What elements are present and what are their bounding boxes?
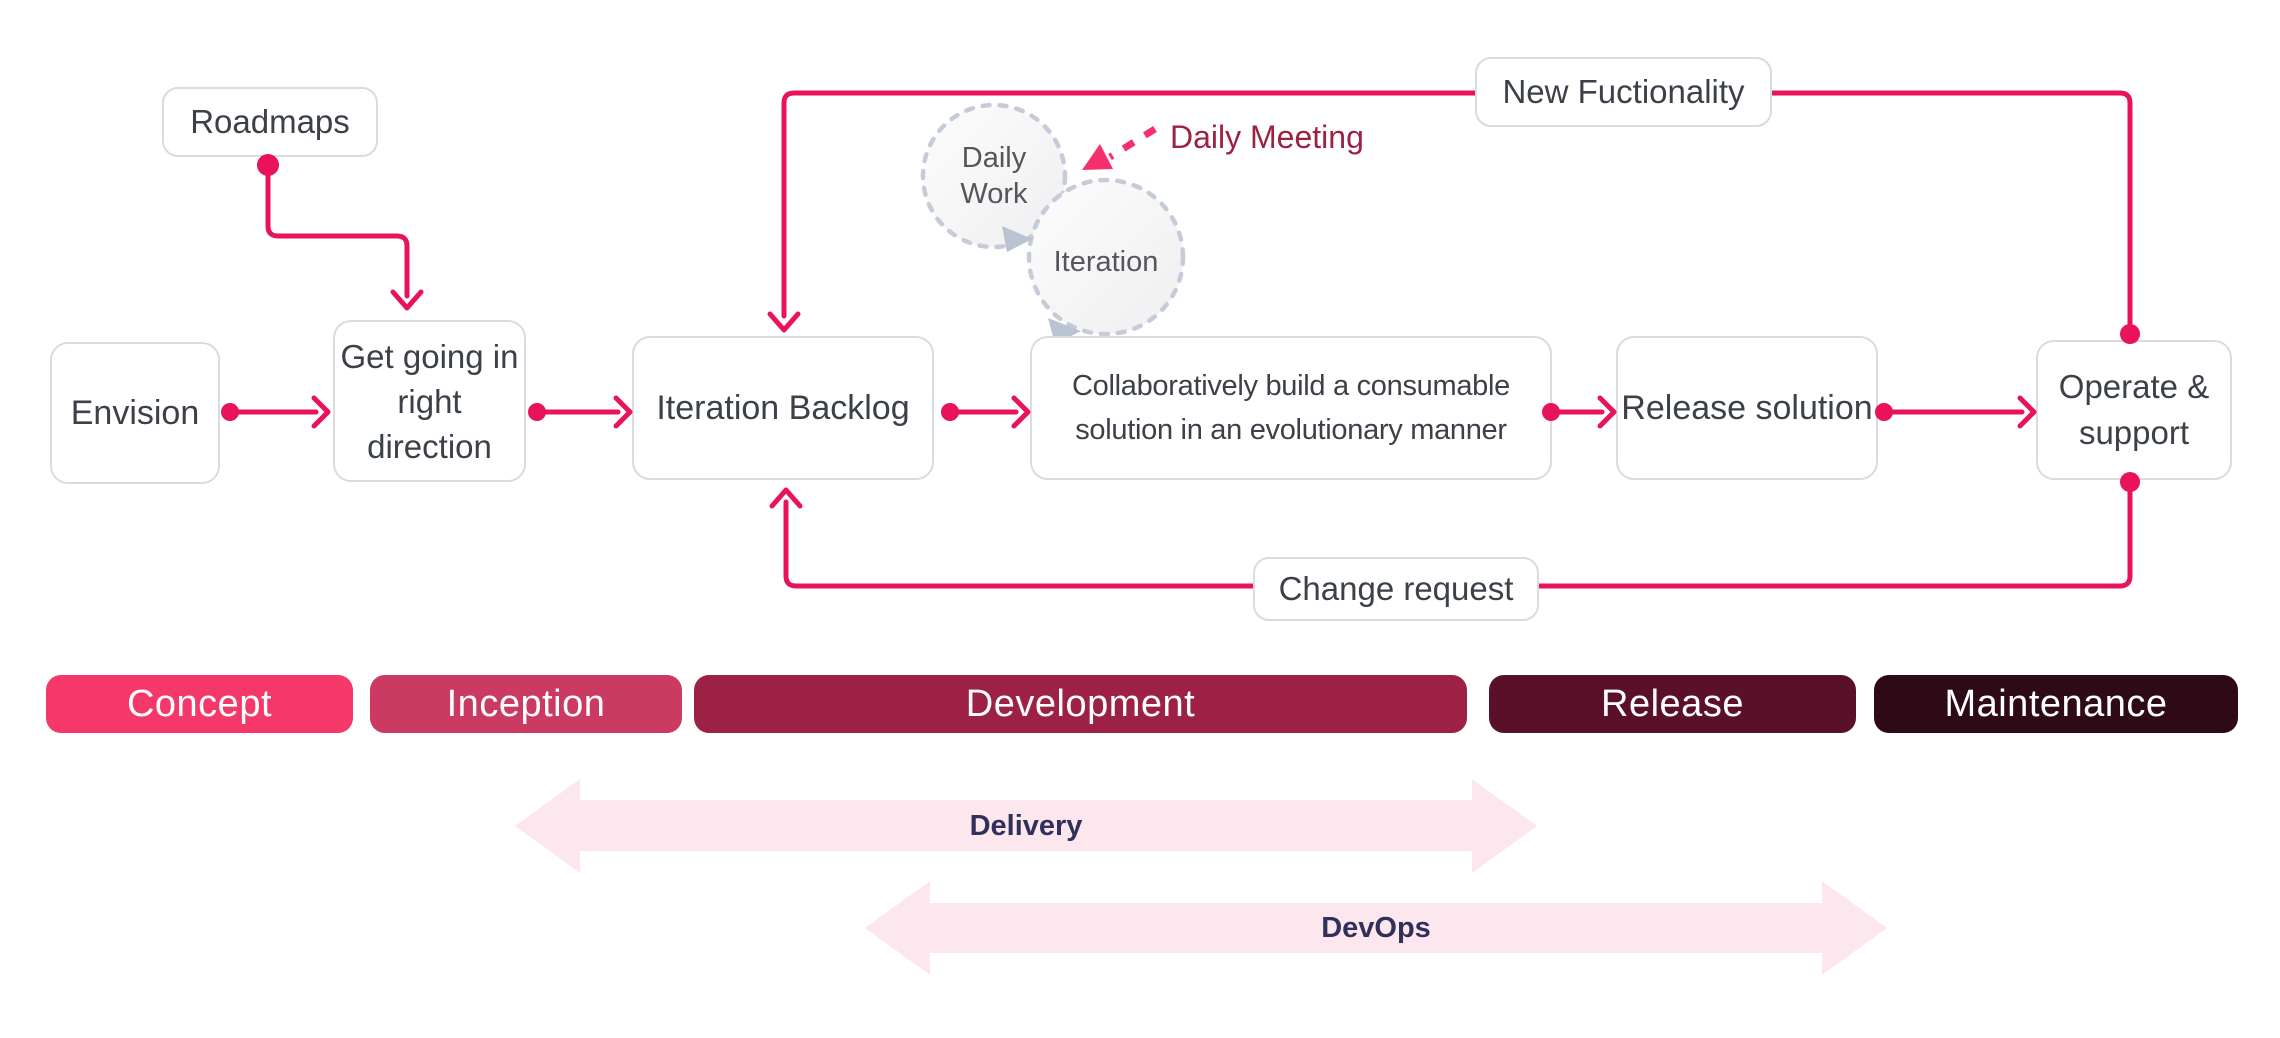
phase-bar-inception: Inception — [370, 675, 682, 733]
arrowhead-right-icon — [2017, 395, 2037, 429]
phase-development-label: Development — [965, 682, 1196, 725]
devops-band-label: DevOps — [1321, 912, 1431, 944]
daily-meeting-dotted-line — [1108, 126, 1157, 160]
connector-roadmaps — [265, 160, 410, 299]
phase-bar-maintenance: Maintenance — [1874, 675, 2238, 733]
phase-concept-label: Concept — [126, 682, 273, 725]
operate-support-label: Operate & support — [2058, 368, 2210, 451]
collaborative-build-box: Collaboratively build a consumable solut… — [1030, 336, 1552, 480]
iteration-backlog-box: Iteration Backlog — [632, 336, 934, 480]
get-going-box: Get going in right direction — [333, 320, 526, 482]
change-request-box: Change request — [1253, 557, 1539, 621]
envision-box: Envision — [50, 342, 220, 484]
release-solution-box: Release solution — [1616, 336, 1878, 480]
new-functionality-label: New Fuctionality — [1502, 73, 1745, 110]
roadmaps-label: Roadmaps — [190, 103, 350, 140]
collaborative-build-label: Collaboratively build a consumable solut… — [1072, 370, 1510, 446]
phase-inception-label: Inception — [446, 682, 606, 725]
change-request-label: Change request — [1278, 570, 1514, 607]
daily-meeting-arrowhead-icon — [1082, 144, 1113, 170]
arrowhead-right-icon — [1011, 395, 1031, 429]
arrowhead-down-icon — [390, 289, 424, 311]
connector-dot — [221, 403, 239, 421]
phase-bar-concept: Concept — [46, 675, 353, 733]
get-going-label: Get going in right direction — [340, 337, 519, 465]
iteration-backlog-label: Iteration Backlog — [656, 389, 910, 427]
arrowhead-right-icon — [311, 395, 331, 429]
connector-dot — [941, 403, 959, 421]
envision-label: Envision — [70, 394, 200, 432]
roadmaps-box: Roadmaps — [162, 87, 378, 157]
daily-work-label: Daily Work — [960, 142, 1028, 210]
arrowhead-down-icon — [767, 311, 801, 333]
phase-bar-release: Release — [1489, 675, 1856, 733]
cycle-triangle-icon — [1002, 226, 1032, 252]
release-solution-label: Release solution — [1621, 389, 1873, 427]
phase-bar-development: Development — [694, 675, 1467, 733]
arrowhead-right-icon — [1597, 395, 1617, 429]
connector-dot — [257, 154, 279, 176]
delivery-band-label: Delivery — [969, 810, 1083, 842]
iteration-label: Iteration — [1053, 246, 1159, 278]
operate-support-box: Operate & support — [2036, 340, 2232, 480]
arrowhead-up-icon — [769, 487, 803, 509]
new-functionality-box: New Fuctionality — [1475, 57, 1772, 127]
phase-maintenance-label: Maintenance — [1944, 682, 2168, 725]
phase-release-label: Release — [1601, 682, 1744, 725]
connector-dot — [528, 403, 546, 421]
daily-meeting-label: Daily Meeting — [1170, 119, 1364, 155]
arrowhead-right-icon — [613, 395, 633, 429]
